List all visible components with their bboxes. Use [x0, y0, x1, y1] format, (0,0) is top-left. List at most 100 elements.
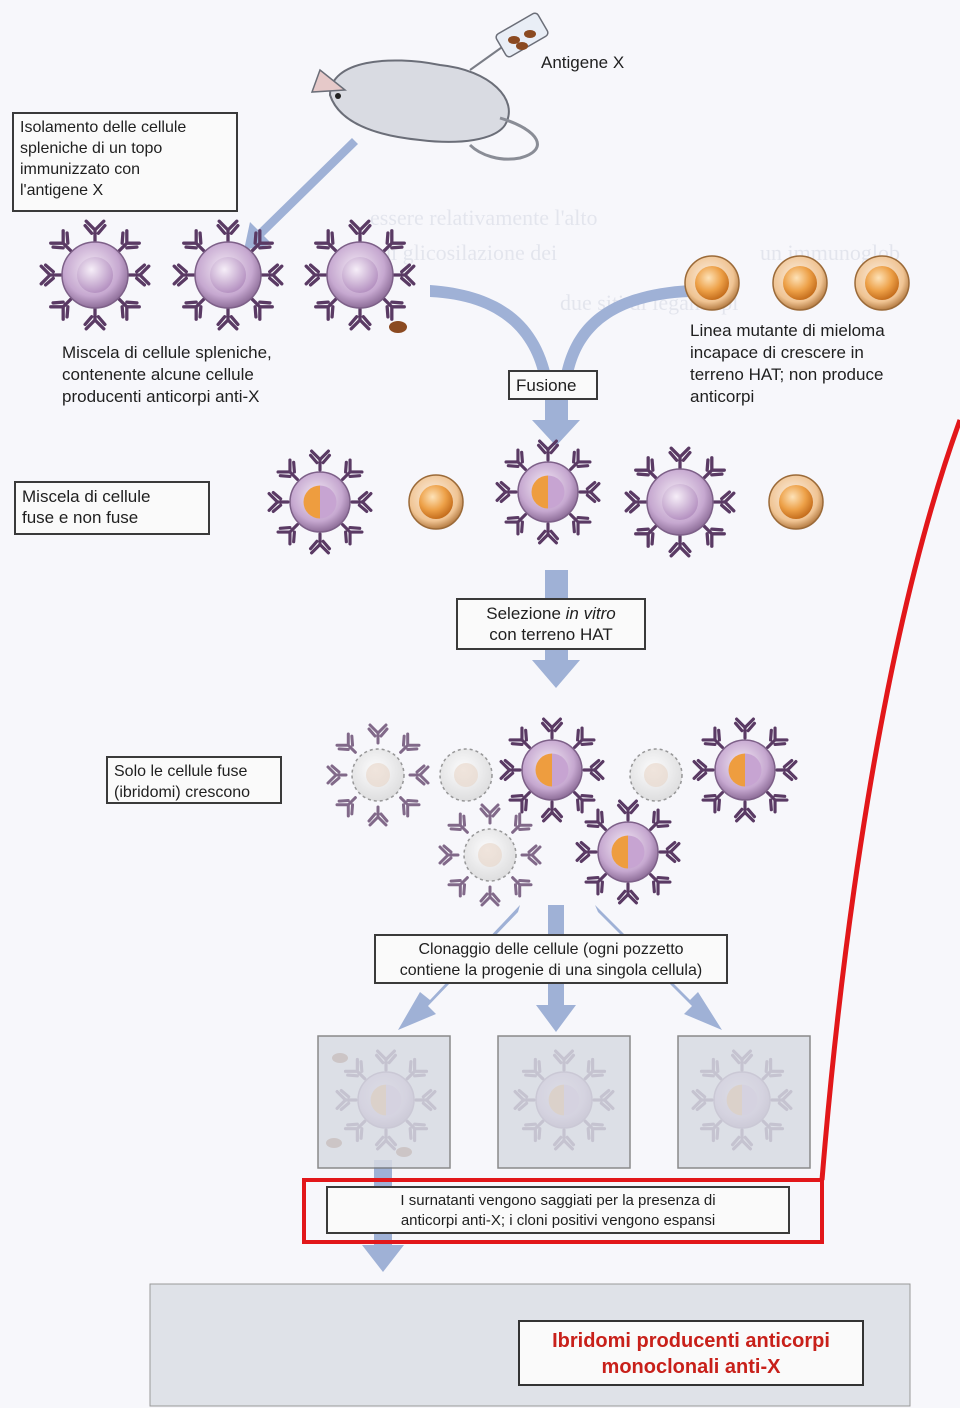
spleen-mix-label: Miscela di cellule spleniche, contenente… [62, 342, 272, 408]
svg-text:di glicosilazione dei: di glicosilazione dei [380, 240, 557, 265]
myeloma-label: Linea mutante di mieloma incapace di cre… [690, 320, 885, 408]
antibody [649, 873, 672, 896]
isolation-box: Isolamento delle cellule spleniche di un… [12, 112, 238, 212]
antibody [573, 791, 596, 814]
antibody [341, 458, 364, 481]
antibody [766, 791, 789, 814]
antibody [536, 439, 560, 462]
antibody [447, 812, 469, 834]
isolation-line-1: Isolamento delle cellule [20, 119, 187, 136]
antibody [584, 808, 607, 831]
myeloma-line-2: incapace di crescere in [690, 343, 864, 362]
screening-box: I surnatanti vengono saggiati per la pre… [326, 1186, 790, 1234]
mouse-illustration [310, 12, 549, 161]
antibody [83, 307, 107, 331]
dying-cell-2 [439, 748, 493, 802]
antibody [578, 480, 601, 504]
antibody [540, 717, 564, 740]
antibody [775, 758, 798, 782]
antibody [49, 297, 73, 321]
selection-prefix: Selezione [486, 604, 566, 623]
antigen-label: Antigene X [541, 53, 625, 72]
well-2 [497, 1035, 631, 1169]
antibody [408, 764, 430, 786]
antibody [250, 297, 274, 321]
antibody [495, 480, 518, 504]
hybridomas-line-1: Solo le cellule fuse [114, 763, 248, 780]
myeloma-cell-3 [854, 255, 910, 311]
dying-cell-4 [438, 803, 542, 907]
antibody [511, 812, 533, 834]
hybridoma-2 [692, 717, 798, 823]
antibody [692, 758, 715, 782]
antibody [182, 229, 206, 253]
antibody [399, 732, 421, 754]
antibody [702, 524, 726, 548]
antibody [314, 229, 338, 253]
myeloma-cell-2 [772, 255, 828, 311]
antibody [382, 229, 406, 253]
spleen-mix-line-1: Miscela di cellule spleniche, [62, 343, 272, 362]
clone-wells [317, 1035, 811, 1169]
antibody [616, 882, 640, 905]
antibody [702, 456, 726, 480]
antibody [582, 758, 605, 782]
result-box: Ibridomi producenti anticorpi monoclonal… [518, 1320, 864, 1386]
myeloma-cell-1 [684, 255, 740, 311]
antibody [308, 532, 332, 555]
antibody [399, 796, 421, 818]
antibody [766, 726, 789, 749]
antibody [117, 229, 141, 253]
antibody [260, 263, 284, 287]
antibody [511, 876, 533, 898]
unfused-myeloma-1 [408, 474, 464, 530]
antibody [267, 490, 290, 514]
antibody [348, 219, 372, 243]
dying-cell-1 [326, 723, 430, 827]
antibody [392, 263, 416, 287]
well-3 [677, 1035, 811, 1169]
antibody [117, 297, 141, 321]
antibody [304, 263, 328, 287]
myeloma-line-1: Linea mutante di mieloma [690, 321, 885, 340]
antibody [520, 844, 542, 866]
antibody [634, 456, 658, 480]
antibody [573, 726, 596, 749]
antibody [668, 534, 692, 558]
hybridomas-line-2: (ibridomi) crescono [114, 784, 251, 801]
cloning-box: Clonaggio delle cellule (ogni pozzetto c… [374, 934, 728, 984]
antibody [701, 791, 724, 814]
antibody [326, 764, 348, 786]
spleen-cell-2 [172, 219, 284, 331]
selection-line-1: Selezione in vitro [464, 603, 638, 624]
fusion-box: Fusione [508, 370, 598, 400]
antibody [49, 229, 73, 253]
cloning-line-2: contiene la progenie di una singola cell… [399, 962, 703, 979]
antibody [504, 448, 527, 471]
antibody [308, 449, 332, 472]
antibody [447, 876, 469, 898]
antibody [83, 219, 107, 243]
antibody [658, 840, 681, 864]
spleen-mix-line-2: contenente alcune cellule [62, 365, 254, 384]
antibody [367, 723, 389, 745]
well-1 [317, 1035, 451, 1169]
hybridomas-grow-box: Solo le cellule fuse (ibridomi) crescono [106, 756, 282, 804]
antibody [733, 800, 757, 823]
arrow-fusion-down [532, 400, 580, 446]
isolation-line-2: spleniche di un topo [20, 140, 163, 157]
antibody [649, 808, 672, 831]
hybridoma-1 [499, 717, 605, 823]
antibody [335, 732, 357, 754]
antibody [127, 263, 151, 287]
arrow-clone-left [398, 905, 520, 1030]
fused-mix-line-1: Miscela di cellule [22, 487, 151, 506]
antibody [382, 297, 406, 321]
antibody [350, 490, 373, 514]
antibody [172, 263, 196, 287]
antibody [624, 490, 648, 514]
antibody [438, 844, 460, 866]
antibody [536, 522, 560, 545]
antigen-particle [389, 321, 407, 333]
